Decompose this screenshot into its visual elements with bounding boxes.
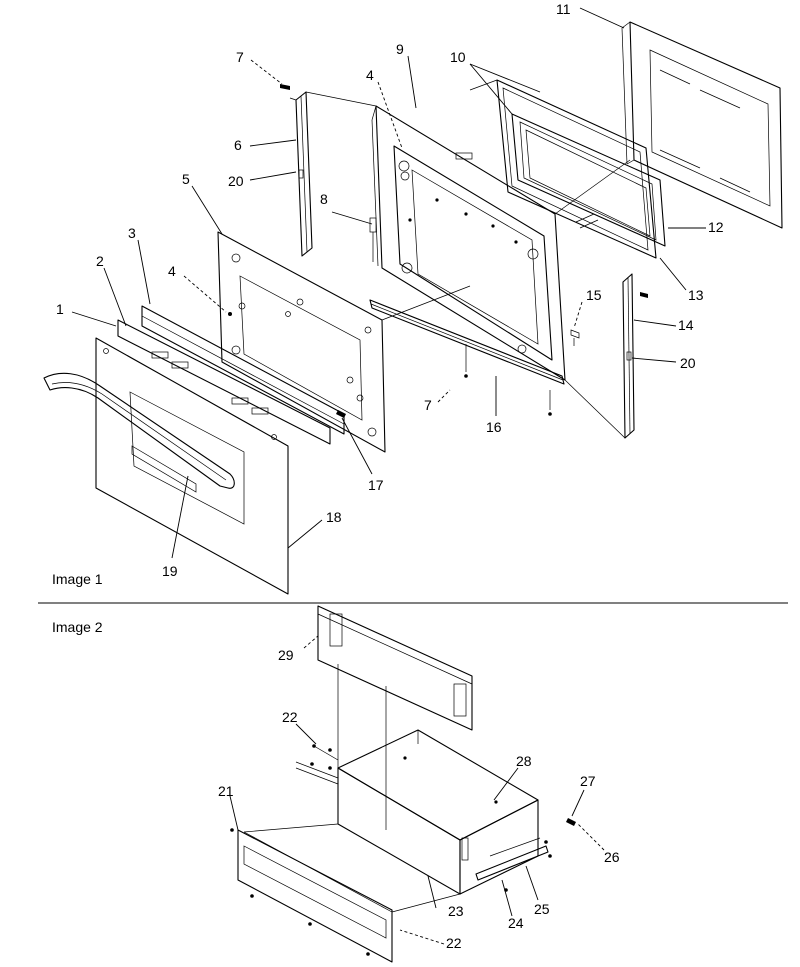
callout-21: 21 — [218, 783, 234, 799]
callout-22a: 22 — [282, 709, 298, 725]
part-27-screw — [566, 818, 576, 826]
part-23-drawer-box — [243, 729, 539, 913]
callout-13: 13 — [688, 287, 704, 303]
part-17-clip — [336, 410, 346, 418]
part-15-screw — [570, 329, 580, 346]
part-3-top-trim — [141, 305, 345, 435]
callout-9: 9 — [396, 41, 404, 57]
part-8-hinge — [369, 217, 377, 262]
callout-12: 12 — [708, 219, 724, 235]
image1-caption: Image 1 — [52, 571, 103, 587]
image2-callouts: 21 22 22 23 24 25 26 27 28 29 Image 2 — [52, 619, 620, 951]
callout-17: 17 — [368, 477, 384, 493]
callout-20b: 20 — [680, 355, 696, 371]
part-21-drawer-front — [230, 828, 393, 963]
callout-16: 16 — [486, 419, 502, 435]
part-29-drawer-back — [317, 605, 473, 731]
image1-oven-door-assembly — [43, 7, 783, 595]
callout-15: 15 — [586, 287, 602, 303]
callout-22b: 22 — [446, 935, 462, 951]
part-7-screw-top — [280, 84, 290, 90]
callout-24: 24 — [508, 915, 524, 931]
part-18-outer-door-panel — [95, 337, 289, 595]
part-2-vent-trim — [117, 319, 331, 445]
callout-18: 18 — [326, 509, 342, 525]
callout-6: 6 — [234, 137, 242, 153]
part-10-inner-glass — [511, 113, 666, 247]
callout-2: 2 — [96, 253, 104, 269]
part-25-slide-rail — [475, 837, 552, 881]
part-13-screw — [640, 292, 648, 298]
callout-7b: 7 — [424, 397, 432, 413]
callout-26: 26 — [604, 849, 620, 865]
callout-3: 3 — [128, 225, 136, 241]
callout-8: 8 — [320, 191, 328, 207]
callout-23: 23 — [448, 903, 464, 919]
part-5-window-frame — [217, 231, 386, 453]
callout-11: 11 — [556, 1, 571, 17]
callout-4a: 4 — [168, 263, 176, 279]
callout-10: 10 — [450, 49, 466, 65]
part-22-screws — [295, 744, 339, 785]
callout-4b: 4 — [366, 67, 374, 83]
callout-25: 25 — [534, 901, 550, 917]
part-16-bottom-trim — [369, 299, 565, 416]
callout-19: 19 — [162, 563, 178, 579]
callout-29: 29 — [278, 647, 294, 663]
part-1-door-handle — [43, 372, 235, 493]
callout-27: 27 — [580, 773, 596, 789]
callout-20a: 20 — [228, 173, 244, 189]
callout-14: 14 — [678, 317, 694, 333]
callout-5: 5 — [182, 171, 190, 187]
part-11-door-back-frame — [621, 21, 783, 229]
part-4-screw — [228, 312, 232, 316]
callout-7a: 7 — [236, 49, 244, 65]
part-14-right-channel — [622, 273, 635, 439]
image2-caption: Image 2 — [52, 619, 103, 635]
callout-1: 1 — [56, 301, 64, 317]
part-12-glass-pack — [496, 79, 657, 259]
callout-28: 28 — [516, 753, 532, 769]
part-6-left-channel — [289, 91, 313, 257]
image1-callouts: 1 2 3 4 4 5 6 7 7 8 9 10 11 12 13 14 15 … — [52, 1, 724, 587]
image2-storage-drawer-assembly — [229, 605, 605, 963]
